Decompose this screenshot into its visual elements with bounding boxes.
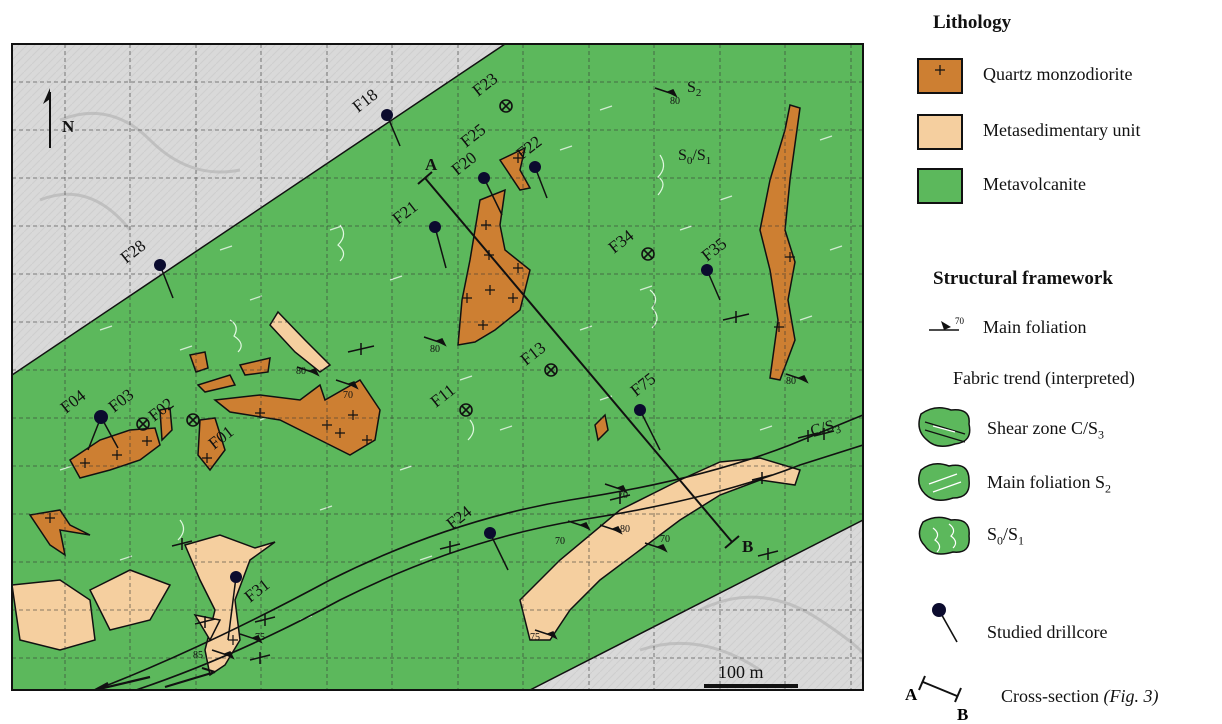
fabric-title: Fabric trend (interpreted) [953, 368, 1135, 388]
section-end-label: B [742, 537, 753, 556]
legend-lithology-label: Metasedimentary unit [983, 120, 1141, 140]
dip-values: 80 80 70 80 70 80 70 70 75 75 85 80 [193, 96, 796, 661]
fabric-label: S0/S1 [987, 524, 1025, 548]
metasediment-swatch [917, 114, 963, 150]
lithology-title: Lithology [933, 12, 1012, 33]
map-frame [11, 43, 864, 691]
drillcore-label: Studied drillcore [987, 622, 1108, 642]
dip-value: 75 [255, 632, 265, 643]
dip-value: 70 [660, 534, 670, 545]
cross-section-label: Cross-section (Fig. 3) [1001, 686, 1159, 706]
shear-zone-icon [918, 407, 971, 447]
fabric-label: Main foliation S2 [987, 472, 1111, 496]
s0s1-label: S0/S1 [678, 147, 711, 167]
svg-text:70: 70 [955, 316, 965, 326]
main-foliation-fabric-icon [918, 463, 970, 501]
shear-zone-lines [92, 414, 863, 690]
drillcore-markers [87, 109, 721, 641]
dip-value: 80 [430, 344, 440, 355]
map-legend: Lithology Quartz monzodiorite Metasedime… [905, 0, 1222, 724]
s0s1-fabric-icon [918, 516, 970, 555]
geological-map: N 100 m A B C/S3 S2 S0/S1 F18 F20 F21 F2… [11, 43, 864, 691]
s2-label: S2 [687, 79, 701, 99]
vertical-foliation-symbols [171, 311, 835, 664]
svg-text:B: B [957, 705, 968, 722]
main-foliation-label: Main foliation [983, 317, 1087, 337]
structure-title: Structural framework [933, 268, 1113, 289]
legend-lithology-label: Quartz monzodiorite [983, 64, 1133, 84]
site-markers [136, 99, 655, 431]
monzodiorite-bodies [28, 104, 801, 557]
dip-value: 70 [555, 536, 565, 547]
fabric-label: Shear zone C/S3 [987, 418, 1104, 442]
dip-value: 85 [193, 650, 203, 661]
scale-bar [704, 684, 798, 688]
metasedimentary-units [12, 310, 801, 677]
foliation-icon: 70 [929, 316, 965, 331]
map-grid [12, 44, 863, 690]
metavolcanite-swatch [917, 168, 963, 204]
foliation-symbols [211, 87, 809, 660]
dip-value: 70 [618, 490, 628, 501]
cross-section-line [417, 171, 740, 549]
cross-section-icon: A B [905, 675, 968, 722]
dip-value: 75 [530, 632, 540, 643]
shear-zone-label: C/S3 [809, 416, 843, 443]
drillcore-icon [932, 603, 958, 643]
svg-text:A: A [905, 685, 918, 704]
legend-lithology-label: Metavolcanite [983, 174, 1086, 194]
monzodiorite-symbols [45, 153, 795, 645]
dip-value: 80 [296, 366, 306, 377]
dip-value: 80 [620, 524, 630, 535]
scale-label: 100 m [718, 662, 764, 682]
monzodiorite-swatch [917, 58, 963, 94]
north-label: N [62, 117, 75, 136]
dip-value: 80 [670, 96, 680, 107]
north-arrow-icon [43, 88, 51, 148]
shear-sense-arrows [94, 666, 216, 690]
section-start-label: A [425, 155, 438, 174]
dip-value: 80 [786, 376, 796, 387]
dip-value: 70 [343, 390, 353, 401]
